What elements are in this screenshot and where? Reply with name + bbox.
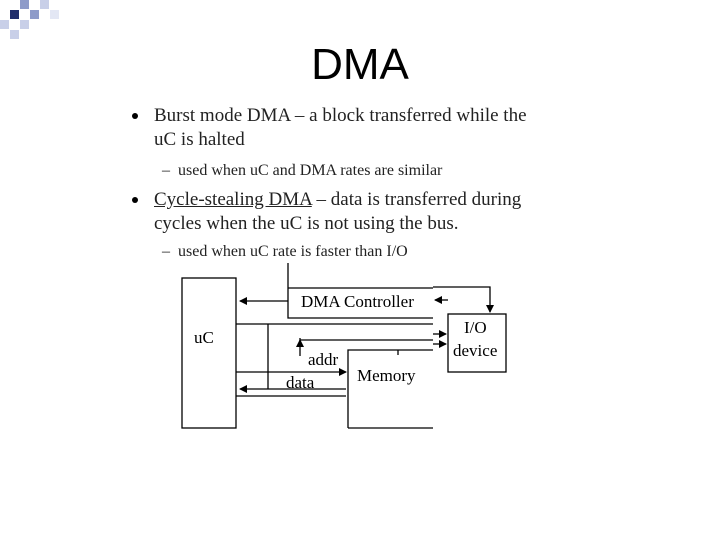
io-label-line2: device [453,341,497,360]
sub-bullet-burst: – used when uC and DMA rates are similar [162,161,443,181]
bullet-text-rest: – data is transferred during [311,189,522,210]
decorative-corner-squares [0,0,59,39]
bullet-text-line: Cycle-stealing DMA – data is transferred… [154,188,521,212]
uc-label: uC [194,328,214,347]
dma-controller-box [287,263,433,319]
sub-bullet-dash: – [162,243,170,260]
bullet-text-line: Burst mode DMA – a block transferred whi… [154,105,527,126]
io-label-line1: I/O [464,318,487,337]
slide-title: DMA [311,40,409,89]
sub-bullet-dash: – [162,162,170,179]
uc-box [181,277,237,429]
io-device-box [447,313,507,373]
memory-label: Memory [357,366,416,385]
addr-label: addr [308,350,339,369]
sub-bullet-text: used when uC rate is faster than I/O [178,243,408,260]
bullet-dot-icon [132,197,138,203]
bullet-text-line: cycles when the uC is not using the bus. [154,213,459,234]
memory-box [347,349,433,428]
cycle-stealing-link[interactable]: Cycle-stealing DMA [154,189,312,210]
sub-bullet-text: used when uC and DMA rates are similar [178,162,443,179]
bullet-text-line: uC is halted [154,129,245,150]
dma-controller-label: DMA Controller [301,292,414,311]
bullet-cycle-stealing: Cycle-stealing DMA – data is transferred… [132,188,521,236]
bullet-burst-mode: Burst mode DMA – a block transferred whi… [132,104,527,152]
sub-bullet-cycle: – used when uC rate is faster than I/O [162,242,408,262]
bullet-dot-icon [132,113,138,119]
data-label: data [286,373,315,392]
